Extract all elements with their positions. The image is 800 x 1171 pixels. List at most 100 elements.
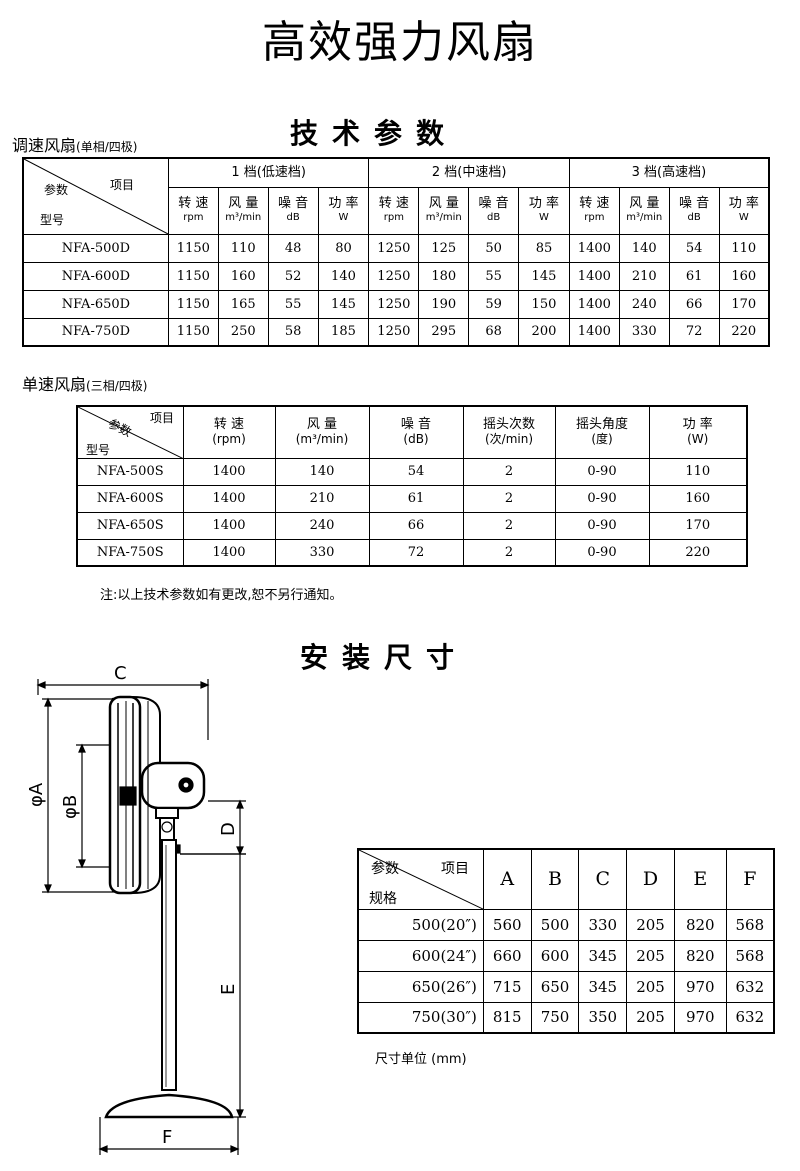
column-header-unit: dB <box>487 211 501 223</box>
column-header-name: 摇头次数 <box>482 417 535 433</box>
value-cell: 180 <box>418 261 470 291</box>
value-cell: 210 <box>274 484 370 513</box>
value-cell: 1250 <box>368 261 420 291</box>
value-cell: 820 <box>673 939 727 972</box>
corner-spec-label: 规格 <box>369 891 397 907</box>
value-cell: 350 <box>578 1001 628 1034</box>
corner-model-label: 型号 <box>86 443 111 457</box>
column-header-name: 风 量 <box>629 195 660 211</box>
table1-caption-sub: (单相/四极) <box>76 140 138 154</box>
column-header: C <box>578 848 628 910</box>
value-cell: 970 <box>673 970 727 1003</box>
value-cell: 52 <box>267 261 319 291</box>
value-cell: 1400 <box>568 289 620 319</box>
value-cell: 150 <box>518 289 570 319</box>
value-cell: 50 <box>468 233 520 263</box>
value-cell: 110 <box>648 457 748 486</box>
value-cell: 205 <box>626 1001 675 1034</box>
value-cell: 660 <box>482 939 532 972</box>
corner-item-label: 项目 <box>110 178 135 192</box>
value-cell: 55 <box>267 289 319 319</box>
value-cell: 59 <box>468 289 520 319</box>
value-cell: 145 <box>317 289 370 319</box>
table2-caption-sub: (三相/四极) <box>86 379 148 393</box>
value-cell: 345 <box>578 939 628 972</box>
value-cell: 1150 <box>167 233 219 263</box>
value-cell: 600 <box>530 939 580 972</box>
value-cell: 0-90 <box>554 484 650 513</box>
dim-label-a: φA <box>26 782 47 807</box>
value-cell: 250 <box>217 317 269 347</box>
value-cell: 1150 <box>167 261 219 291</box>
model-cell: NFA-500S <box>76 457 184 486</box>
value-cell: 2 <box>462 511 556 540</box>
column-header-name: 转 速 <box>579 195 610 211</box>
value-cell: 500 <box>530 908 580 941</box>
value-cell: 110 <box>718 233 770 263</box>
column-header-name: 转 速 <box>178 195 209 211</box>
column-header: D <box>626 848 675 910</box>
value-cell: 140 <box>274 457 370 486</box>
value-cell: 295 <box>418 317 470 347</box>
column-header-name: 风 量 <box>428 195 459 211</box>
table2-caption: 单速风扇(三相/四极) <box>22 371 147 395</box>
column-header: B <box>530 848 580 910</box>
value-cell: 1150 <box>167 317 219 347</box>
column-header-name: 噪 音 <box>400 417 432 433</box>
value-cell: 48 <box>267 233 319 263</box>
value-cell: 715 <box>482 970 532 1003</box>
value-cell: 80 <box>317 233 370 263</box>
column-header-name: 风 量 <box>228 195 259 211</box>
value-cell: 568 <box>725 939 775 972</box>
value-cell: 72 <box>668 317 720 347</box>
value-cell: 345 <box>578 970 628 1003</box>
value-cell: 140 <box>618 233 670 263</box>
value-cell: 0-90 <box>554 538 650 567</box>
dim-label-b: φB <box>60 795 81 819</box>
value-cell: 650 <box>530 970 580 1003</box>
value-cell: 165 <box>217 289 269 319</box>
value-cell: 2 <box>462 457 556 486</box>
diagonal-divider <box>359 850 485 910</box>
column-header-name: 噪 音 <box>278 195 309 211</box>
column-header-unit: dB <box>286 211 300 223</box>
model-cell: NFA-600S <box>76 484 184 513</box>
column-header-unit: rpm <box>584 211 605 223</box>
column-header-unit: dB <box>687 211 701 223</box>
value-cell: 0-90 <box>554 511 650 540</box>
value-cell: 815 <box>482 1001 532 1034</box>
value-cell: 330 <box>578 908 628 941</box>
corner-param-label: 参数 <box>371 861 399 877</box>
value-cell: 2 <box>462 484 556 513</box>
column-header-unit: rpm <box>183 211 204 223</box>
value-cell: 55 <box>468 261 520 291</box>
column-header-unit: (m³/min) <box>295 432 349 447</box>
value-cell: 220 <box>648 538 748 567</box>
value-cell: 568 <box>725 908 775 941</box>
single-speed-fan-table: 项目 参数 型号 转 速(rpm)风 量(m³/min)噪 音(dB)摇头次数(… <box>76 405 748 567</box>
value-cell: 1400 <box>568 317 620 347</box>
column-header-unit: W <box>338 211 349 223</box>
value-cell: 1400 <box>182 511 276 540</box>
table1-corner-cell: 项目 参数 型号 <box>22 157 170 235</box>
value-cell: 1250 <box>368 233 420 263</box>
column-header-name: 功 率 <box>682 417 713 433</box>
spec-cell: 750(30″) <box>357 1001 484 1034</box>
value-cell: 1250 <box>368 289 420 319</box>
corner-param-label: 参数 <box>44 183 69 197</box>
value-cell: 140 <box>317 261 370 291</box>
value-cell: 170 <box>718 289 770 319</box>
diagonal-divider <box>78 407 184 459</box>
value-cell: 240 <box>618 289 670 319</box>
